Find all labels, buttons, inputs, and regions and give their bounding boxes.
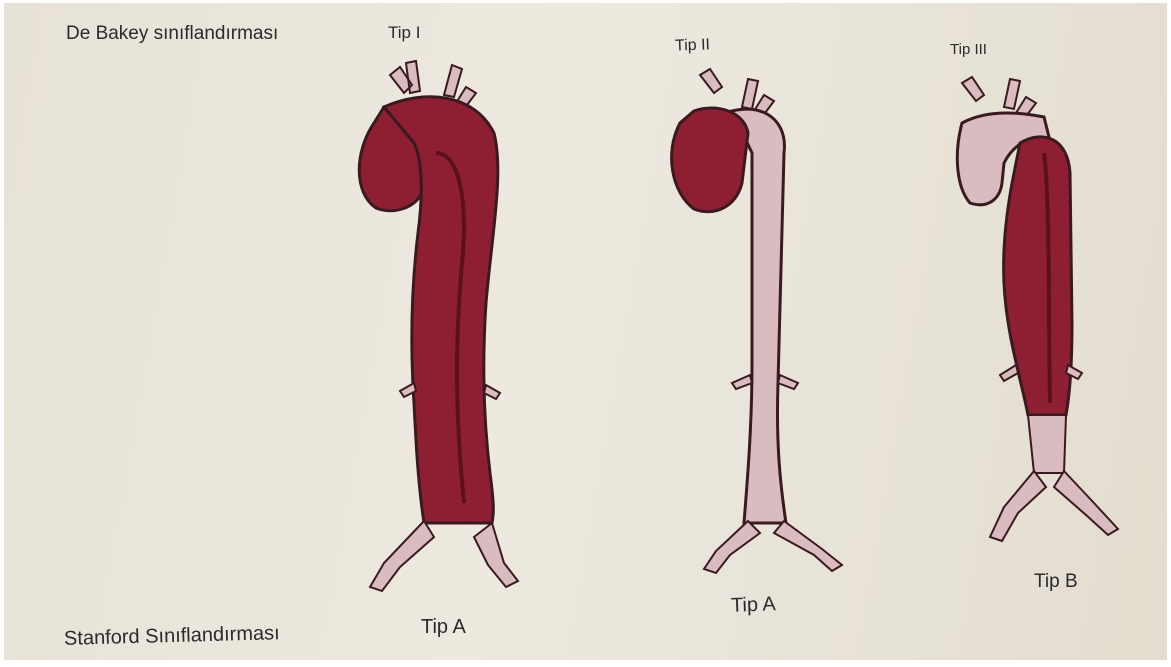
type-1-iliac-arteries <box>370 521 518 591</box>
type-2-label: Tip II <box>675 36 711 55</box>
aorta-type-3 <box>957 77 1118 541</box>
type-3-abdominal-aorta <box>1028 415 1066 473</box>
type-2-iliac-arteries <box>704 521 842 573</box>
type-1-label: Tip I <box>388 23 420 43</box>
aorta-type-1 <box>359 61 518 591</box>
stanford-type-b-label: Tip B <box>1034 571 1078 593</box>
aorta-diagram <box>4 3 1167 660</box>
stanford-type-a-label-2: Tip A <box>731 593 777 618</box>
aorta-type-2 <box>672 69 842 573</box>
debakey-classification-title: De Bakey sınıflandırması <box>66 23 278 45</box>
stanford-type-a-label-1: Tip A <box>421 616 466 639</box>
type-3-iliac-arteries <box>990 471 1118 541</box>
type-3-label: Tip III <box>950 41 987 58</box>
figure-page: De Bakey sınıflandırması Tip I Tip II Ti… <box>4 3 1167 660</box>
type-2-ascending-aorta <box>672 108 748 212</box>
